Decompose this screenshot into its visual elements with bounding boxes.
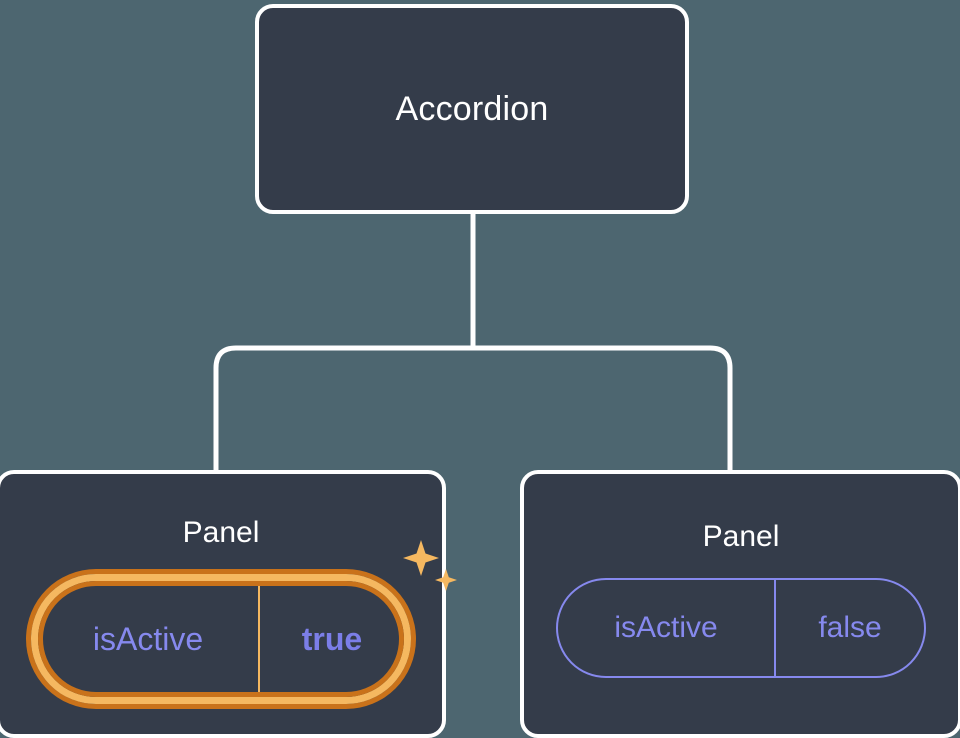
connector-branch-bar	[213, 345, 733, 474]
prop-key-cell: isActive	[38, 581, 260, 697]
sparkles-icon	[403, 540, 457, 591]
prop-pill-isactive-true[interactable]: isActive true	[31, 574, 411, 704]
prop-value-label: false	[818, 611, 882, 644]
node-panel-left-title: Panel	[182, 516, 260, 549]
prop-value-cell: false	[776, 580, 924, 676]
sparkle-large-icon	[403, 540, 439, 576]
prop-value-cell: true	[260, 581, 404, 697]
prop-pill-right-wrap: isActive false	[556, 578, 926, 678]
node-accordion-title: Accordion	[395, 89, 549, 128]
prop-key-label: isActive	[92, 620, 204, 657]
prop-pill-isactive-false[interactable]: isActive false	[556, 578, 926, 678]
prop-pill-left-wrap: isActive true	[31, 540, 457, 704]
sparkle-small-icon	[435, 569, 457, 591]
node-panel-right-title: Panel	[702, 520, 780, 553]
prop-key-label: isActive	[614, 611, 718, 644]
prop-key-cell: isActive	[558, 580, 776, 676]
node-panel-right[interactable]: Panel isActive false	[520, 470, 960, 738]
node-accordion[interactable]: Accordion	[255, 4, 689, 214]
prop-value-label: true	[301, 620, 363, 657]
node-panel-left[interactable]: Panel isActive true	[0, 470, 457, 738]
